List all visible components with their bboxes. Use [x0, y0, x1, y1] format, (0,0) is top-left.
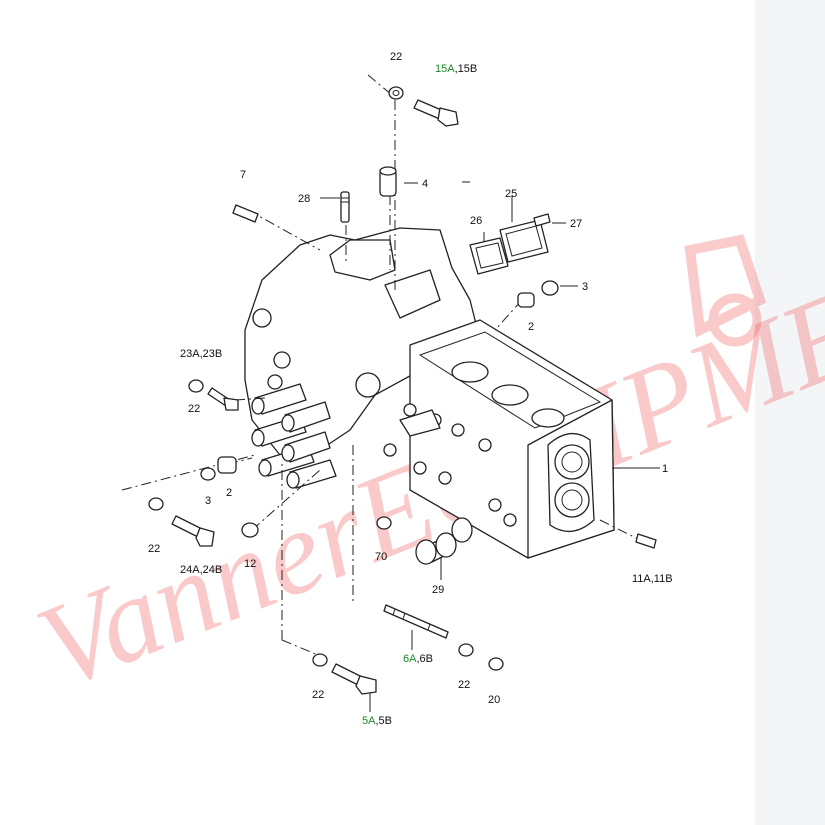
callout-2-top: 2: [528, 321, 534, 333]
plug-3-left-icon: [200, 467, 216, 481]
callout-6: 6A,6B: [403, 653, 433, 665]
stud-6-icon: [383, 604, 449, 639]
callout-labels: 22 15A,15B 4 7 28 25 26 27 3 2 23A,23B 2…: [148, 51, 673, 727]
loose-parts: [148, 86, 657, 695]
callout-29: 29: [432, 584, 444, 596]
washer-22-top-icon: [388, 86, 404, 100]
callout-70: 70: [375, 551, 387, 563]
washer-22-lower-icon: [312, 653, 328, 667]
pin-28-icon: [340, 191, 350, 223]
callout-5: 5A,5B: [362, 715, 392, 727]
plug-70-icon: [376, 516, 392, 530]
callout-22-left: 22: [188, 403, 200, 415]
plug-3-top-icon: [541, 280, 559, 296]
dowel-4-icon: [379, 166, 397, 197]
callout-3-top: 3: [582, 281, 588, 293]
washer-22-mid-icon: [148, 497, 164, 511]
callout-15: 15A,15B: [435, 63, 477, 75]
sleeve-2-top-icon: [517, 292, 535, 308]
callout-27: 27: [570, 218, 582, 230]
page-margin: [755, 0, 825, 825]
nut-12-icon: [241, 522, 259, 538]
bolt-24-icon: [171, 515, 215, 547]
callout-22-mid: 22: [148, 543, 160, 555]
cover-25-icon: [499, 219, 549, 263]
bolt-15-icon: [413, 99, 459, 127]
callout-1: 1: [662, 463, 668, 475]
pin-11-icon: [635, 533, 657, 549]
callout-25: 25: [505, 188, 517, 200]
callout-23: 23A,23B: [180, 348, 222, 360]
callout-28: 28: [298, 193, 310, 205]
callout-24: 24A,24B: [180, 564, 222, 576]
bushing-29-icon: [415, 517, 473, 565]
callout-2-left: 2: [226, 487, 232, 499]
bolt-23-icon: [207, 387, 239, 411]
screw-27-icon: [533, 213, 551, 227]
callout-26: 26: [470, 215, 482, 227]
callout-12: 12: [244, 558, 256, 570]
callout-11: 11A,11B: [632, 573, 673, 585]
callout-22-top: 22: [390, 51, 402, 63]
nut-20-icon: [488, 657, 504, 671]
pin-7-icon: [232, 204, 259, 223]
callout-20: 20: [488, 694, 500, 706]
bolt-5-icon: [331, 663, 377, 695]
callout-4: 4: [422, 178, 428, 190]
callout-7: 7: [240, 169, 246, 181]
callout-22-right: 22: [458, 679, 470, 691]
callout-22-lower: 22: [312, 689, 324, 701]
tractor-watermark-icon: [684, 234, 767, 347]
callout-3-left: 3: [205, 495, 211, 507]
washer-22-right-icon: [458, 643, 474, 657]
stud-tubes: [251, 383, 337, 489]
sleeve-2-left-icon: [217, 456, 237, 474]
gasket-26-icon: [469, 237, 509, 275]
washer-22-left-icon: [188, 379, 204, 393]
side-bolt-pads: [383, 403, 517, 527]
